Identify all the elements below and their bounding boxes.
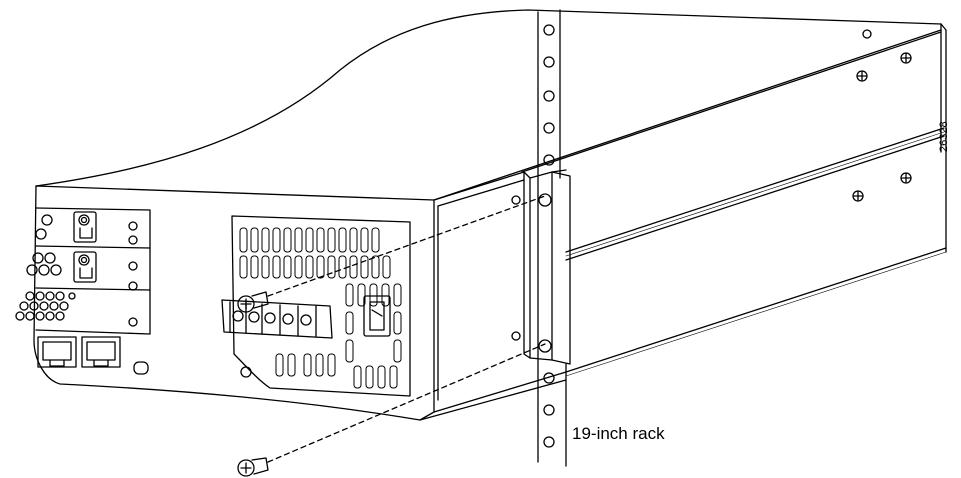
chassis-rail-lower — [566, 136, 944, 260]
rj45-port-icon — [38, 337, 76, 367]
power-panel — [222, 216, 410, 396]
alignment-lines — [268, 196, 545, 462]
figure-number: 26328 — [938, 121, 950, 152]
interface-modules — [16, 208, 150, 374]
chassis-bottom-edge — [566, 248, 946, 372]
rack-label: 19-inch rack — [572, 424, 665, 443]
chassis-front-face — [34, 186, 434, 420]
chassis-rail-upper — [566, 128, 944, 252]
chassis — [34, 10, 946, 420]
side-screws — [853, 30, 911, 201]
terminal-block — [222, 300, 332, 338]
chassis-top-curve — [36, 10, 941, 186]
rj45-port-icon — [82, 337, 120, 367]
screw-icon — [238, 458, 268, 476]
rack-rail — [538, 10, 566, 466]
power-switch-icon — [364, 296, 390, 336]
screw-icon — [238, 292, 268, 312]
mounting-bracket — [512, 170, 570, 364]
chassis-top-edge — [434, 30, 941, 200]
